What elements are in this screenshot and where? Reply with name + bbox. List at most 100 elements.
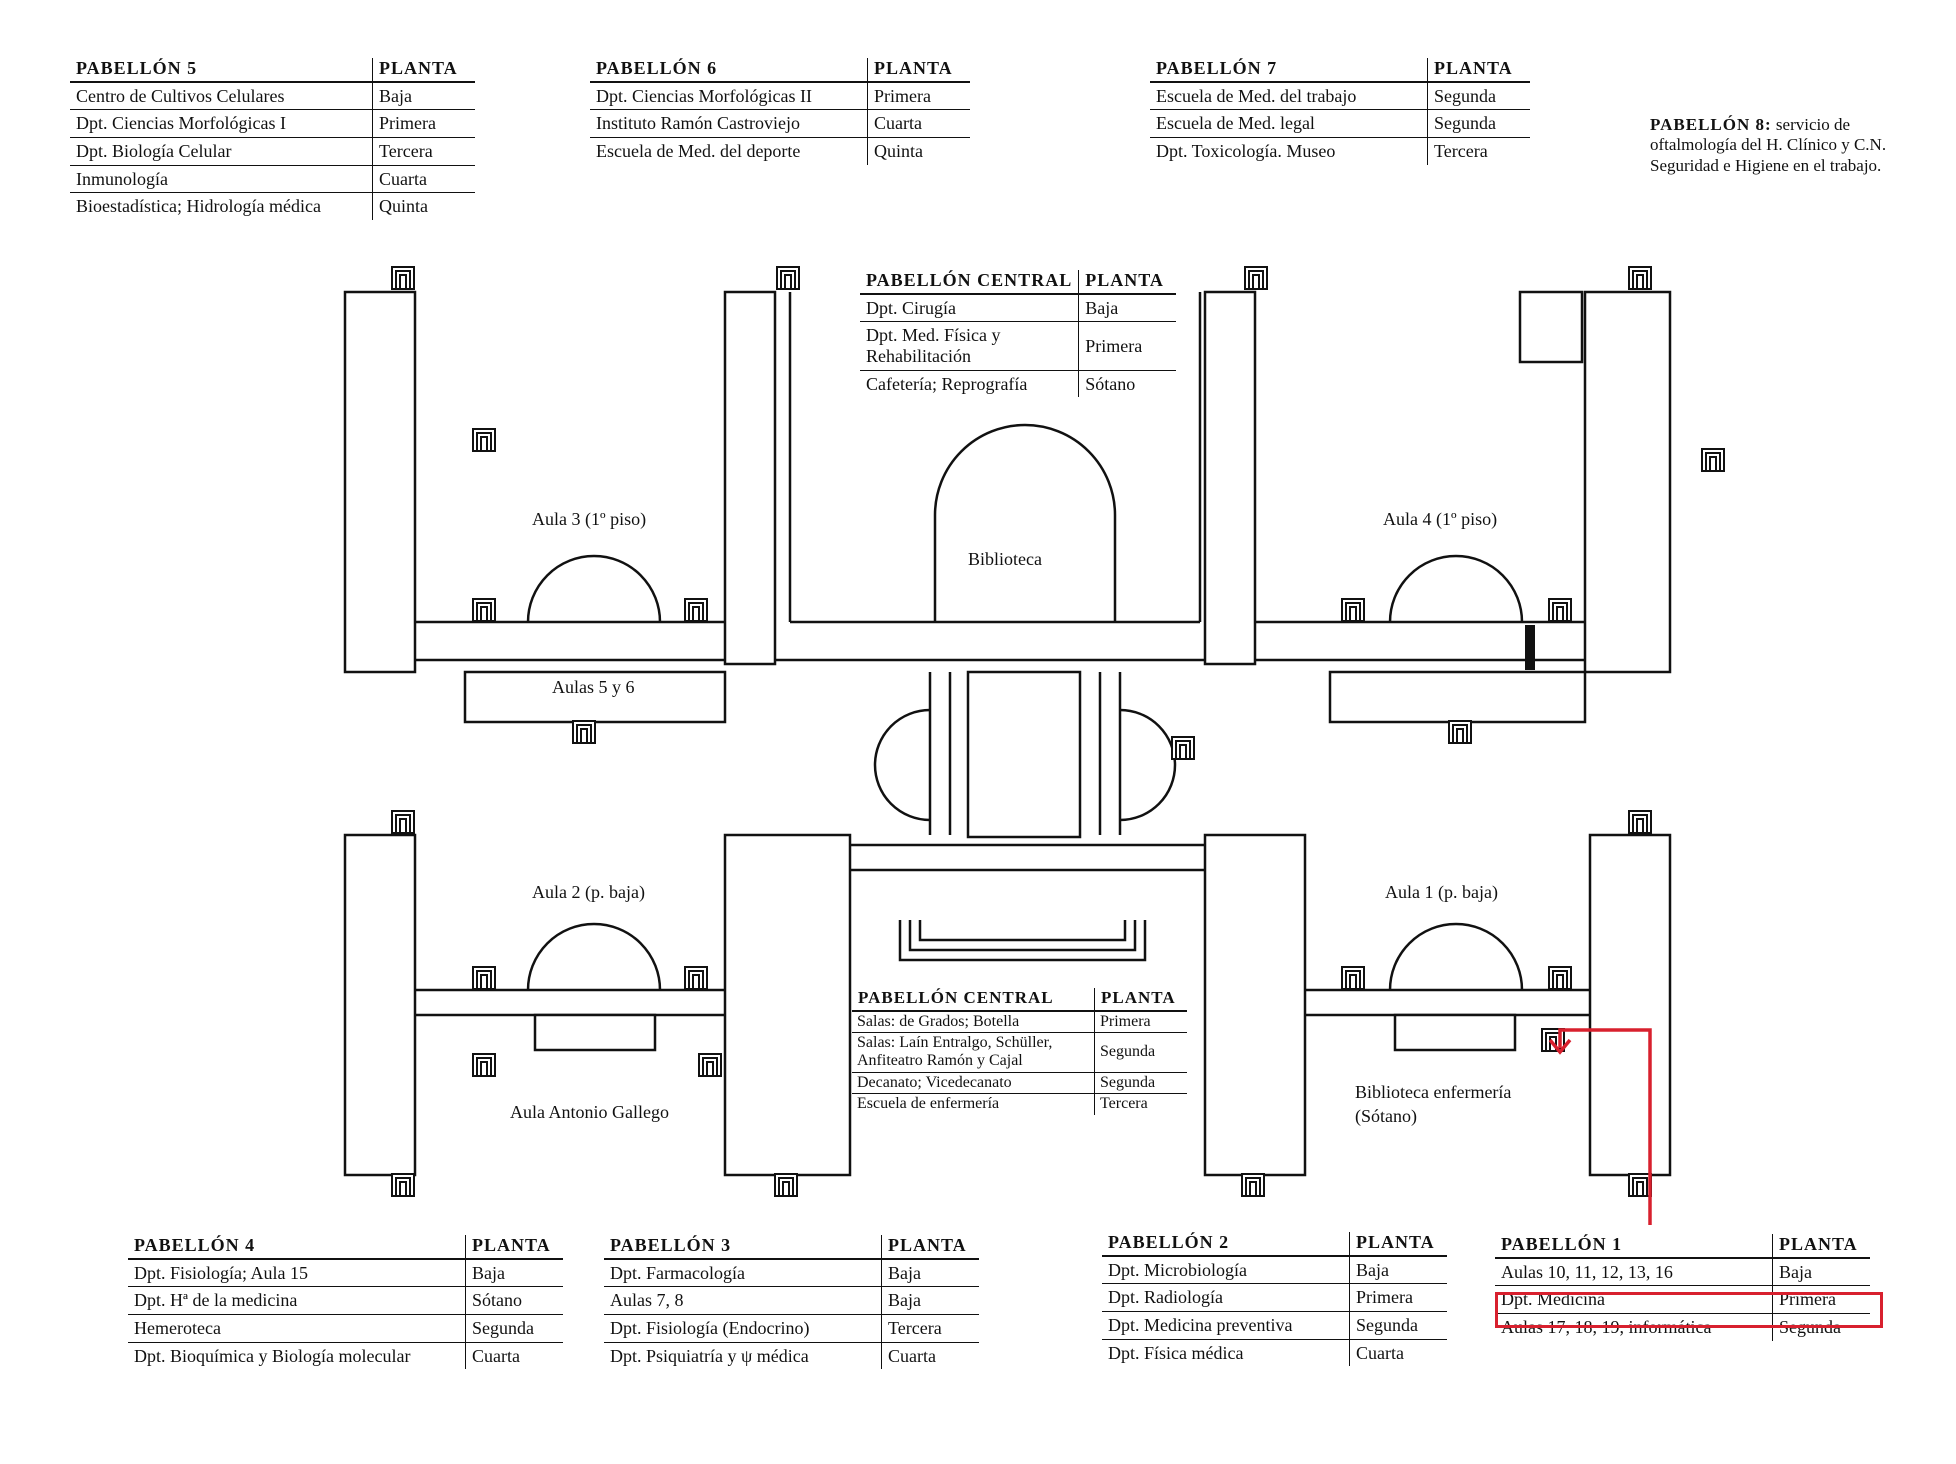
dept-cell: Salas: Laín Entralgo, Schüller, Anfiteat… [852, 1032, 1095, 1073]
label-aula3: Aula 3 (1º piso) [532, 509, 646, 530]
dept-cell: Dpt. Psiquiatría y ψ médica [610, 1345, 809, 1366]
planta-cell: Primera [1078, 321, 1177, 371]
label-biblioteca-enfermeria: Biblioteca enfermería [1355, 1082, 1511, 1102]
dept-cell: Dpt. Toxicología. Museo [1156, 141, 1336, 162]
planta-cell: Quinta [867, 137, 970, 165]
table-row: Salas: Laín Entralgo, Schüller, Anfiteat… [852, 1032, 1187, 1073]
label-sotano: (Sótano) [1355, 1106, 1417, 1127]
label-aula4: Aula 4 (1º piso) [1383, 509, 1497, 530]
planta-cell: Segunda [465, 1314, 563, 1343]
planta-cell: Primera [1094, 1010, 1187, 1033]
table-title: PABELLÓN 3 [604, 1235, 882, 1260]
table-title: PABELLÓN CENTRAL [852, 988, 1095, 1012]
table-title: PABELLÓN 4 [128, 1235, 466, 1260]
planta-cell: Baja [372, 81, 475, 111]
planta-cell: Primera [372, 109, 475, 139]
planta-cell: Tercera [372, 137, 475, 166]
planta-cell: Primera [867, 81, 970, 111]
dept-cell: Dpt. Fisiología; Aula 15 [128, 1258, 466, 1288]
dept-cell: Aulas 7, 8 [604, 1286, 882, 1316]
dept-cell: Aulas 10, 11, 12, 13, 16 [1495, 1257, 1773, 1287]
dept-cell: Centro de Cultivos Celulares [70, 81, 373, 111]
dept-cell: Decanato; Vicedecanato [852, 1072, 1095, 1095]
planta-cell: Primera [1772, 1285, 1870, 1315]
dept-cell: Dpt. Farmacología [604, 1258, 882, 1288]
table-title: PABELLÓN 5 [70, 58, 373, 83]
table-row: Dpt. Toxicología. Museo Tercera [1150, 137, 1530, 165]
dept-cell: Dpt. Hª de la medicina [128, 1286, 466, 1316]
dept-cell: Instituto Ramón Castroviejo [590, 109, 868, 139]
planta-cell: Cuarta [1349, 1339, 1447, 1367]
planta-cell: Baja [1772, 1257, 1870, 1287]
planta-cell: Segunda [1772, 1313, 1870, 1341]
planta-cell: Sótano [465, 1286, 563, 1316]
dept-cell: Dpt. Ciencias Morfológicas II [590, 81, 868, 111]
table-title: PABELLÓN 2 [1102, 1232, 1350, 1257]
dept-cell: Dpt. Ciencias Morfológicas I [70, 109, 373, 139]
label-aula2: Aula 2 (p. baja) [532, 882, 645, 903]
planta-cell: Cuarta [881, 1342, 979, 1370]
planta-cell: Quinta [372, 192, 475, 221]
table-row: Dpt. Psiquiatría y ψ médica Cuarta [604, 1342, 979, 1370]
planta-cell: Baja [1349, 1255, 1447, 1285]
dept-cell: Salas: de Grados; Botella [852, 1010, 1095, 1033]
dept-cell: Cafetería; Reprografía [866, 373, 1028, 394]
dept-cell: Escuela de enfermería [857, 1095, 1000, 1113]
planta-cell: Sótano [1078, 370, 1177, 398]
dept-cell: Escuela de Med. legal [1150, 109, 1428, 139]
label-aula-gallego: Aula Antonio Gallego [510, 1102, 669, 1122]
dept-cell: Dpt. Fisiología (Endocrino) [604, 1314, 882, 1343]
dept-cell: Bioestadística; Hidrología médica [76, 196, 321, 217]
pabellon8-text: servicio de oftalmología del H. Clínico … [1650, 115, 1887, 175]
planta-cell: Cuarta [867, 109, 970, 139]
table-planta-header: PLANTA [1427, 58, 1530, 83]
planta-cell: Segunda [1094, 1032, 1187, 1073]
table-row: Dpt. Física médica Cuarta [1102, 1339, 1447, 1367]
planta-cell: Segunda [1094, 1072, 1187, 1095]
label-biblioteca: Biblioteca [968, 549, 1042, 569]
table-row: Cafetería; Reprografía Sótano [860, 370, 1177, 398]
planta-cell: Baja [465, 1258, 563, 1288]
table-title: PABELLÓN CENTRAL [860, 270, 1079, 295]
table-planta-header: PLANTA [1772, 1234, 1870, 1259]
table-planta-header: PLANTA [881, 1235, 979, 1260]
planta-cell: Tercera [1427, 137, 1530, 165]
dept-cell: Dpt. Física médica [1108, 1342, 1244, 1363]
planta-cell: Cuarta [372, 165, 475, 194]
dept-cell: Dpt. Bioquímica y Biología molecular [134, 1345, 411, 1366]
planta-cell: Baja [881, 1258, 979, 1288]
dept-cell: Escuela de Med. del trabajo [1150, 81, 1428, 111]
dept-cell: Dpt. Microbiología [1102, 1255, 1350, 1285]
planta-cell: Baja [881, 1286, 979, 1316]
table-planta-header: PLANTA [867, 58, 970, 83]
